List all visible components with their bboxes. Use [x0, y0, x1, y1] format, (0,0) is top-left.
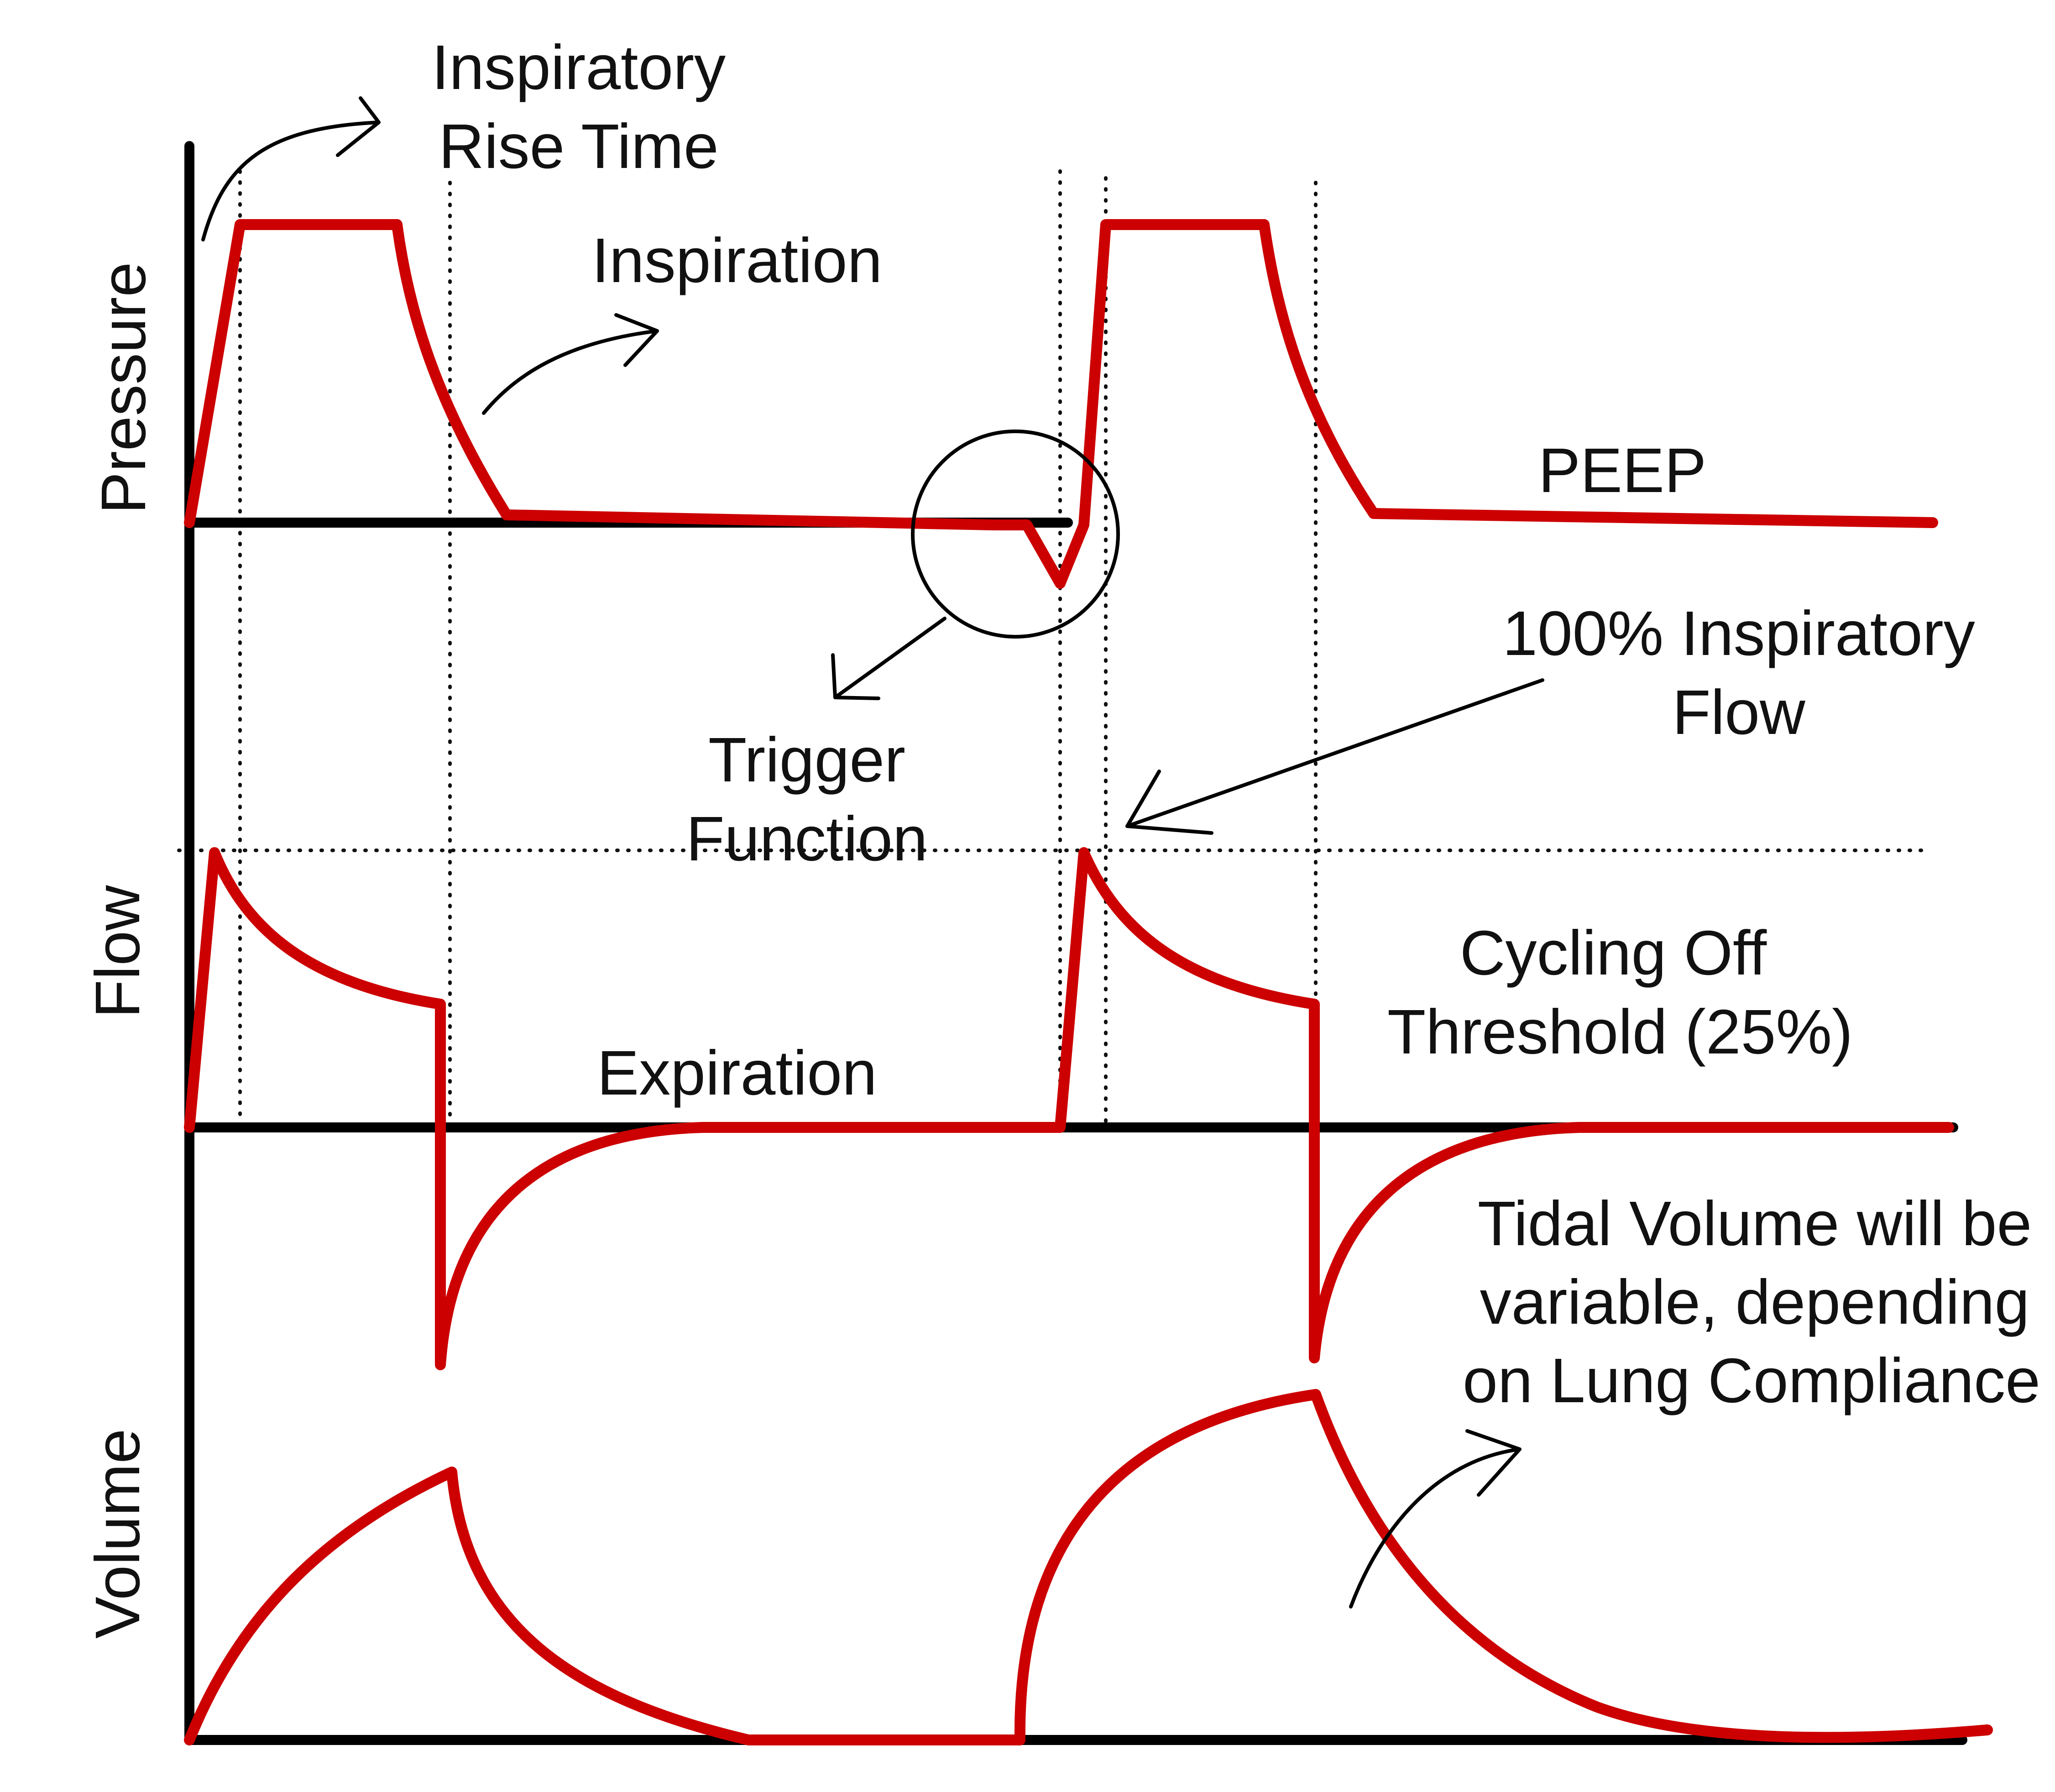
tidal-volume-label-line3: on Lung Compliance [1463, 1346, 2040, 1416]
trigger-arrow [831, 617, 946, 700]
inspiratory-flow-label-line2: Flow [1672, 677, 1805, 748]
inspiratory-flow-arrow [1125, 678, 1544, 835]
pressure-axis-label: Pressure [89, 262, 159, 514]
tidal-volume-label-line1: Tidal Volume will be [1478, 1189, 2032, 1259]
trigger-label-line2: Function [686, 804, 927, 874]
tidal-volume-label-line2: variable, depending [1480, 1267, 2030, 1337]
peep-label: PEEP [1538, 435, 1706, 506]
cycling-label-line2: Threshold (25%) [1387, 997, 1853, 1067]
trigger-label-line1: Trigger [708, 725, 905, 795]
flow-start-stroke-2 [1058, 852, 1086, 1128]
cycling-label-line1: Cycling Off [1460, 918, 1767, 988]
inspiratory-flow-label-line1: 100% Inspiratory [1502, 598, 1975, 669]
flow-axis-label: Flow [83, 885, 153, 1018]
rise-time-arrow [201, 96, 381, 241]
rise-time-label-line1: Inspiratory [432, 32, 726, 103]
volume-waveform [184, 1389, 1993, 1745]
inspiration-label: Inspiration [592, 225, 883, 296]
flow-start-stroke-1 [188, 852, 216, 1128]
inspiration-arrow [482, 313, 659, 415]
pressure-waveform [184, 219, 1938, 589]
expiration-label: Expiration [597, 1038, 877, 1108]
rise-time-label-line2: Rise Time [439, 111, 718, 182]
trigger-circle [911, 430, 1120, 639]
tidal-volume-arrow [1349, 1429, 1522, 1609]
volume-axis-label: Volume [83, 1429, 153, 1639]
